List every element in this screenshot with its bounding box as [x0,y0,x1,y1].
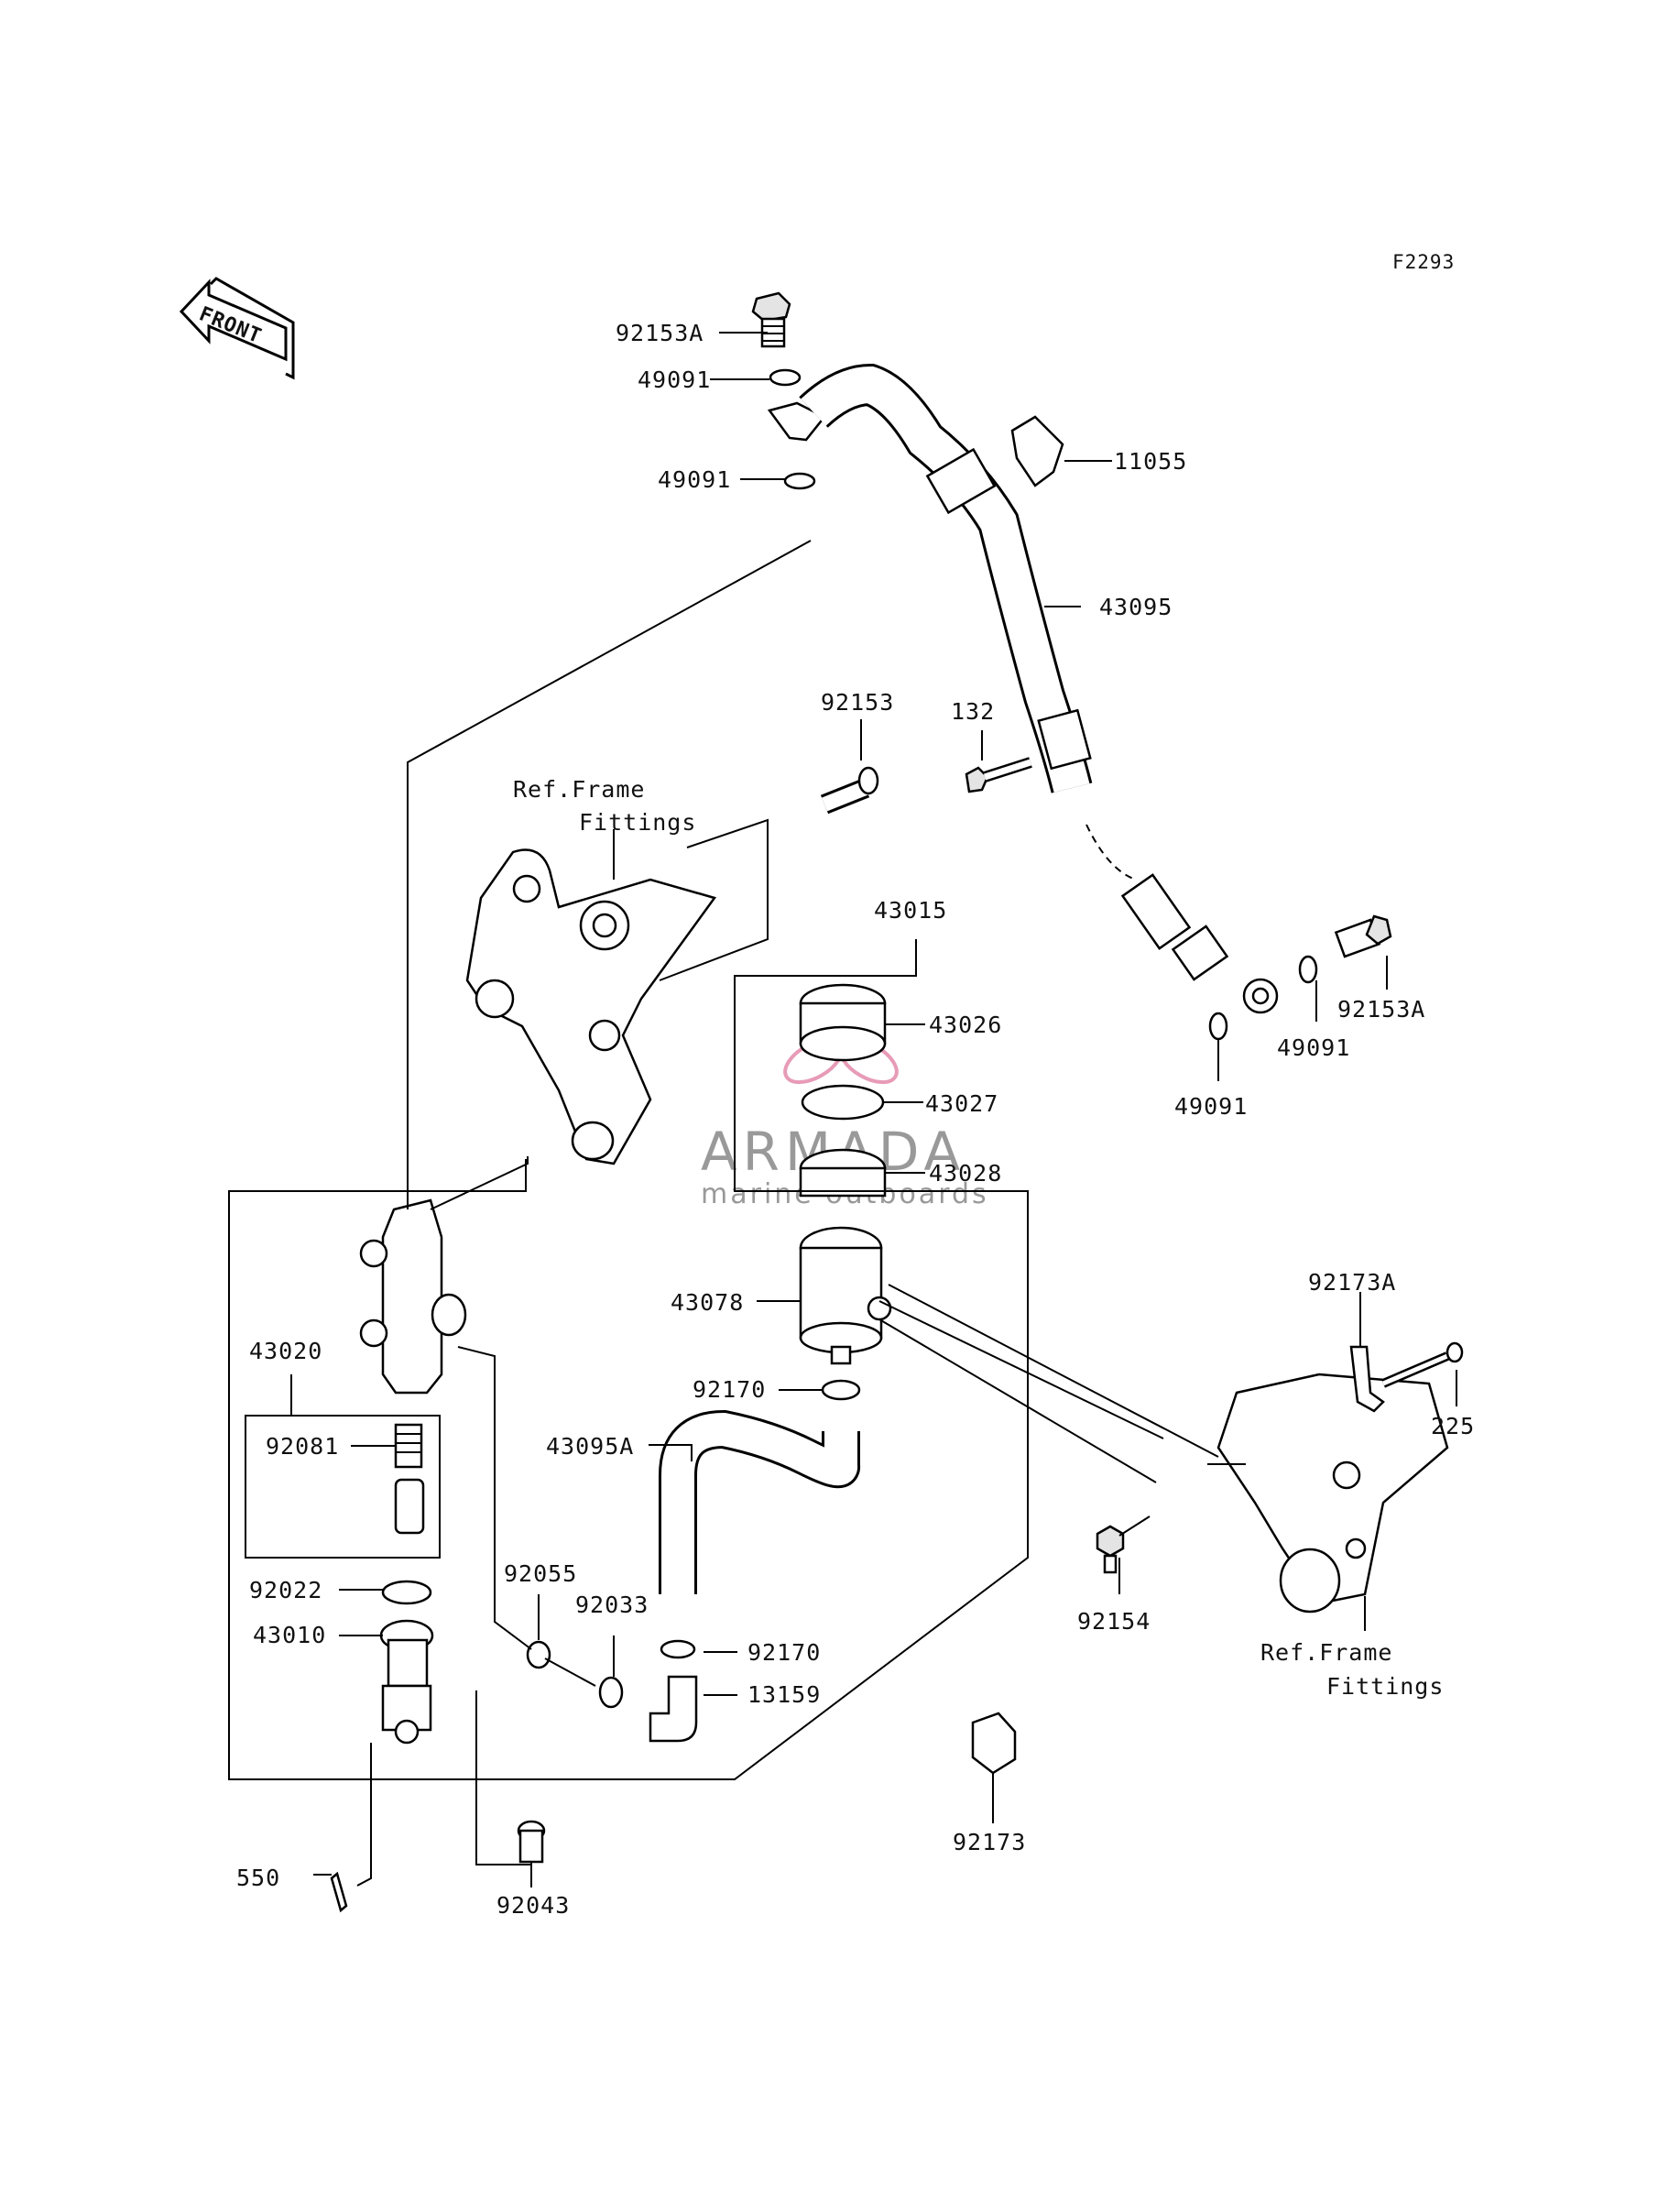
pushrod-43010 [379,1619,434,1745]
callout-92170-b: 92170 [747,1639,821,1666]
callout-92154: 92154 [1077,1608,1151,1635]
callout-49091-c: 49091 [1277,1034,1350,1061]
callout-92033: 92033 [575,1592,649,1618]
diagram-code: F2293 [1392,251,1455,273]
callout-43028: 43028 [929,1160,1002,1187]
callout-92173A: 92173A [1308,1269,1396,1296]
callout-43027: 43027 [925,1090,998,1117]
callout-43078: 43078 [671,1289,744,1316]
leader-lines [228,332,1457,1887]
clip-92170-b [660,1639,696,1659]
callout-11055: 11055 [1114,448,1187,475]
callout-43010: 43010 [253,1622,326,1648]
reservoir-hose [659,1409,860,1594]
bolt-92154 [1096,1525,1125,1574]
hose-clamp-11055 [1010,415,1064,487]
ref-frame-left-line1: Ref.Frame [513,776,645,803]
callout-92153: 92153 [821,689,894,716]
callout-43095: 43095 [1099,594,1173,620]
footrest-bracket [465,848,717,1165]
brake-hose-upper [767,363,1279,1014]
front-arrow-icon: FRONT [179,277,295,380]
reservoir-cap [799,983,887,1062]
callout-43026: 43026 [929,1012,1002,1038]
bolt-225 [1381,1341,1464,1388]
diaphragm [799,1148,887,1198]
stay-92173A [1349,1345,1385,1413]
washer-right-b [1208,1012,1228,1041]
piston-spring-set [394,1423,425,1535]
elbow-13159 [649,1675,698,1743]
clamp-92173 [971,1712,1017,1775]
callout-43095A: 43095A [546,1433,634,1460]
reservoir-bracket [1216,1373,1449,1614]
ref-frame-right-line2: Fittings [1326,1673,1444,1700]
master-cylinder [359,1198,467,1395]
cotter-pin-550 [330,1871,348,1913]
banjo-bolt-right [1334,914,1392,958]
callout-92055: 92055 [504,1560,577,1587]
ref-frame-right-line1: Ref.Frame [1260,1639,1392,1666]
callout-92081: 92081 [266,1433,339,1460]
callout-49091-a: 49091 [638,366,711,393]
o-ring-92055 [526,1640,551,1669]
callout-49091-d: 49091 [1174,1093,1248,1120]
washer-right-a [1298,955,1318,984]
washer-top-a [769,368,802,387]
pin-92043 [517,1820,546,1864]
banjo-bolt-top [751,291,791,348]
callout-92022: 92022 [249,1577,322,1603]
bolt-132 [965,757,1032,793]
reservoir-body [799,1226,892,1365]
callout-92173: 92173 [953,1829,1026,1855]
clip-92170-a [821,1379,861,1401]
ref-frame-left-line2: Fittings [579,809,696,836]
callout-13159: 13159 [747,1681,821,1708]
bolt-92153 [820,766,879,815]
callout-92153A-right: 92153A [1337,996,1425,1023]
callout-225: 225 [1431,1413,1475,1439]
callout-92170-a: 92170 [693,1376,766,1403]
diaphragm-plate [801,1084,885,1121]
callout-49091-b: 49091 [658,466,731,493]
circlip-92033 [598,1676,624,1709]
callout-132: 132 [951,698,995,725]
callout-43015: 43015 [874,897,947,924]
callout-43020: 43020 [249,1338,322,1364]
washer-top-b [783,472,816,490]
callout-550: 550 [236,1865,280,1891]
circlip-92022 [381,1580,432,1605]
callout-92043: 92043 [496,1892,570,1919]
callout-92153A-top: 92153A [616,320,704,346]
